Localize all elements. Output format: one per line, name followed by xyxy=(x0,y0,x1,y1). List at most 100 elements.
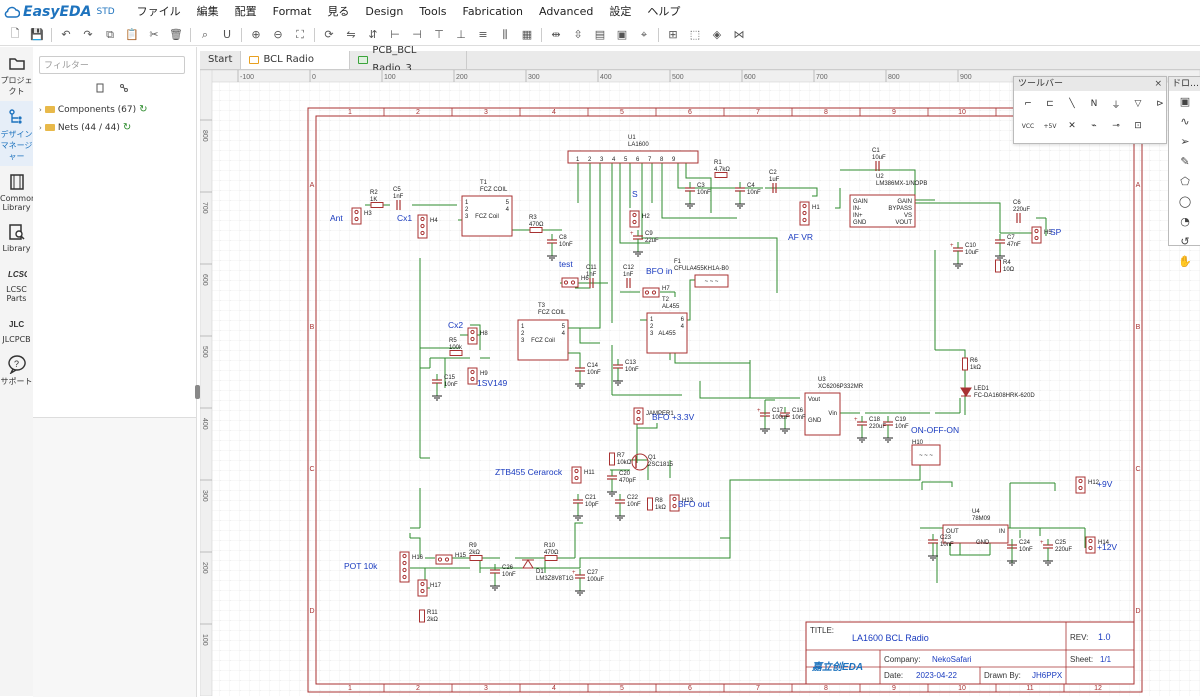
image-button[interactable]: ▣ xyxy=(611,25,633,45)
tab-bcl-radio[interactable]: BCL Radio xyxy=(241,51,351,69)
undo-button[interactable]: ↶ xyxy=(55,25,77,45)
image-icon[interactable]: ▣ xyxy=(1179,95,1191,108)
net-flag-vcc-icon[interactable]: ▽ xyxy=(1134,99,1142,109)
save-button[interactable]: 💾 xyxy=(26,25,48,45)
flip-horizontal-button[interactable]: ⇋ xyxy=(340,25,362,45)
header-h8[interactable] xyxy=(467,327,478,345)
bus-entry-icon[interactable]: ╲ xyxy=(1069,99,1075,109)
capacitor-c3[interactable] xyxy=(685,182,695,198)
header-h4[interactable] xyxy=(417,214,428,239)
tree-components[interactable]: › Components (67) ↻ xyxy=(39,104,147,115)
capacitor-c4[interactable] xyxy=(735,182,745,198)
capacitor-c16[interactable] xyxy=(780,407,790,423)
paste-button[interactable]: 📋 xyxy=(121,25,143,45)
capacitor-c21[interactable] xyxy=(573,494,583,510)
unit-button[interactable]: U xyxy=(216,25,238,45)
capacitor-c18[interactable] xyxy=(857,416,867,432)
nav-jlcpcb[interactable]: JLC JLCPCB xyxy=(0,307,33,348)
header-h12[interactable] xyxy=(1075,476,1086,494)
nav-design-manager[interactable]: デザインマネージャー xyxy=(0,101,33,166)
ellipse-icon[interactable]: ◯ xyxy=(1178,195,1192,208)
delete-button[interactable]: 🗑 xyxy=(165,25,187,45)
search-button[interactable]: ⌕ xyxy=(194,25,216,45)
export-button[interactable]: ⬚ xyxy=(684,25,706,45)
capacitor-c25[interactable] xyxy=(1043,539,1053,555)
pencil-icon[interactable]: ✎ xyxy=(1180,155,1190,168)
capacitor-c9[interactable] xyxy=(633,230,643,246)
align-right-button[interactable]: ⊣ xyxy=(406,25,428,45)
menu-file[interactable]: ファイル xyxy=(136,5,181,18)
component-u1[interactable] xyxy=(567,150,699,164)
component-u4[interactable] xyxy=(942,524,1009,544)
header-h1[interactable] xyxy=(799,201,810,226)
nav-commonly-library[interactable]: Commonly Library xyxy=(0,166,33,216)
group-icon[interactable]: ⊡ xyxy=(1134,121,1142,131)
bus-icon[interactable]: ⊏ xyxy=(1046,99,1054,109)
capacitor-c23[interactable] xyxy=(928,534,938,550)
capacitor-c26[interactable] xyxy=(490,564,500,580)
voltage-probe-icon[interactable]: ⌁ xyxy=(1091,121,1097,131)
capacitor-c12[interactable] xyxy=(626,278,631,288)
cut-button[interactable]: ✂ xyxy=(143,25,165,45)
header-h13[interactable] xyxy=(669,494,680,512)
header-jamper1[interactable] xyxy=(633,407,644,425)
align-top-button[interactable]: ⊤ xyxy=(428,25,450,45)
new-file-button[interactable]: 🗋 xyxy=(4,25,26,45)
netlist-button[interactable]: ⊞ xyxy=(662,25,684,45)
header-h9[interactable] xyxy=(467,367,478,385)
copy-icon[interactable] xyxy=(95,83,105,93)
grid-button[interactable]: ▦ xyxy=(516,25,538,45)
capacitor-c6[interactable] xyxy=(1016,213,1021,223)
header-h7[interactable] xyxy=(642,287,660,298)
capacitor-c2[interactable] xyxy=(772,183,777,193)
zoom-in-button[interactable]: ⊕ xyxy=(245,25,267,45)
component-f1[interactable] xyxy=(694,274,729,288)
network-icon[interactable] xyxy=(119,83,129,93)
vcc-icon[interactable]: VCC xyxy=(1021,122,1035,130)
header-h16[interactable] xyxy=(399,551,410,583)
plus5v-icon[interactable]: +5V xyxy=(1043,122,1057,130)
resistor-r5[interactable] xyxy=(449,350,463,356)
menu-help[interactable]: ヘルプ xyxy=(647,5,681,18)
flip-vertical-button[interactable]: ⇵ xyxy=(362,25,384,45)
tab-pcb[interactable]: PCB_BCL Radio_3 xyxy=(350,45,468,74)
capacitor-c17[interactable] xyxy=(760,407,770,423)
zoom-out-button[interactable]: ⊖ xyxy=(267,25,289,45)
nav-lcsc-parts[interactable]: LCSC LCSC Parts xyxy=(0,257,33,307)
align-bottom-button[interactable]: ⊥ xyxy=(450,25,472,45)
header-h6[interactable] xyxy=(561,277,579,288)
menu-fabrication[interactable]: Fabrication xyxy=(462,5,523,18)
diode-d1[interactable] xyxy=(522,559,534,569)
tree-nets[interactable]: › Nets (44 / 44) ↻ xyxy=(39,122,131,133)
resistor-r4[interactable] xyxy=(995,259,1001,273)
capacitor-c15[interactable] xyxy=(432,374,442,390)
layers-stack-button[interactable]: ◈ xyxy=(706,25,728,45)
resistor-r3[interactable] xyxy=(529,227,543,233)
capacitor-c22[interactable] xyxy=(615,494,625,510)
menu-design[interactable]: Design xyxy=(365,5,404,18)
header-h2[interactable] xyxy=(629,210,640,228)
panel-collapse-handle[interactable] xyxy=(195,385,200,399)
menu-tools[interactable]: Tools xyxy=(419,5,447,18)
copy-button[interactable]: ⧉ xyxy=(99,25,121,45)
refresh-icon[interactable]: ↻ xyxy=(139,104,148,115)
component-t1[interactable] xyxy=(461,195,513,237)
transistor-q1[interactable] xyxy=(631,453,649,471)
header-h5[interactable] xyxy=(1031,226,1042,244)
net-label-icon[interactable]: N xyxy=(1090,99,1098,109)
component-u2[interactable] xyxy=(849,194,916,228)
header-h11[interactable] xyxy=(571,466,582,484)
resistor-r2[interactable] xyxy=(370,202,384,208)
polygon-icon[interactable]: ⬠ xyxy=(1180,175,1190,188)
capacitor-c11[interactable] xyxy=(589,278,594,288)
menu-format[interactable]: Format xyxy=(272,5,312,18)
menu-advanced[interactable]: Advanced xyxy=(538,5,594,18)
nav-project[interactable]: プロジェクト xyxy=(0,47,33,101)
header-h14[interactable] xyxy=(1085,536,1096,554)
align-left-button[interactable]: ⊢ xyxy=(384,25,406,45)
capacitor-c13[interactable] xyxy=(613,359,623,375)
tab-start[interactable]: Start xyxy=(200,51,242,69)
